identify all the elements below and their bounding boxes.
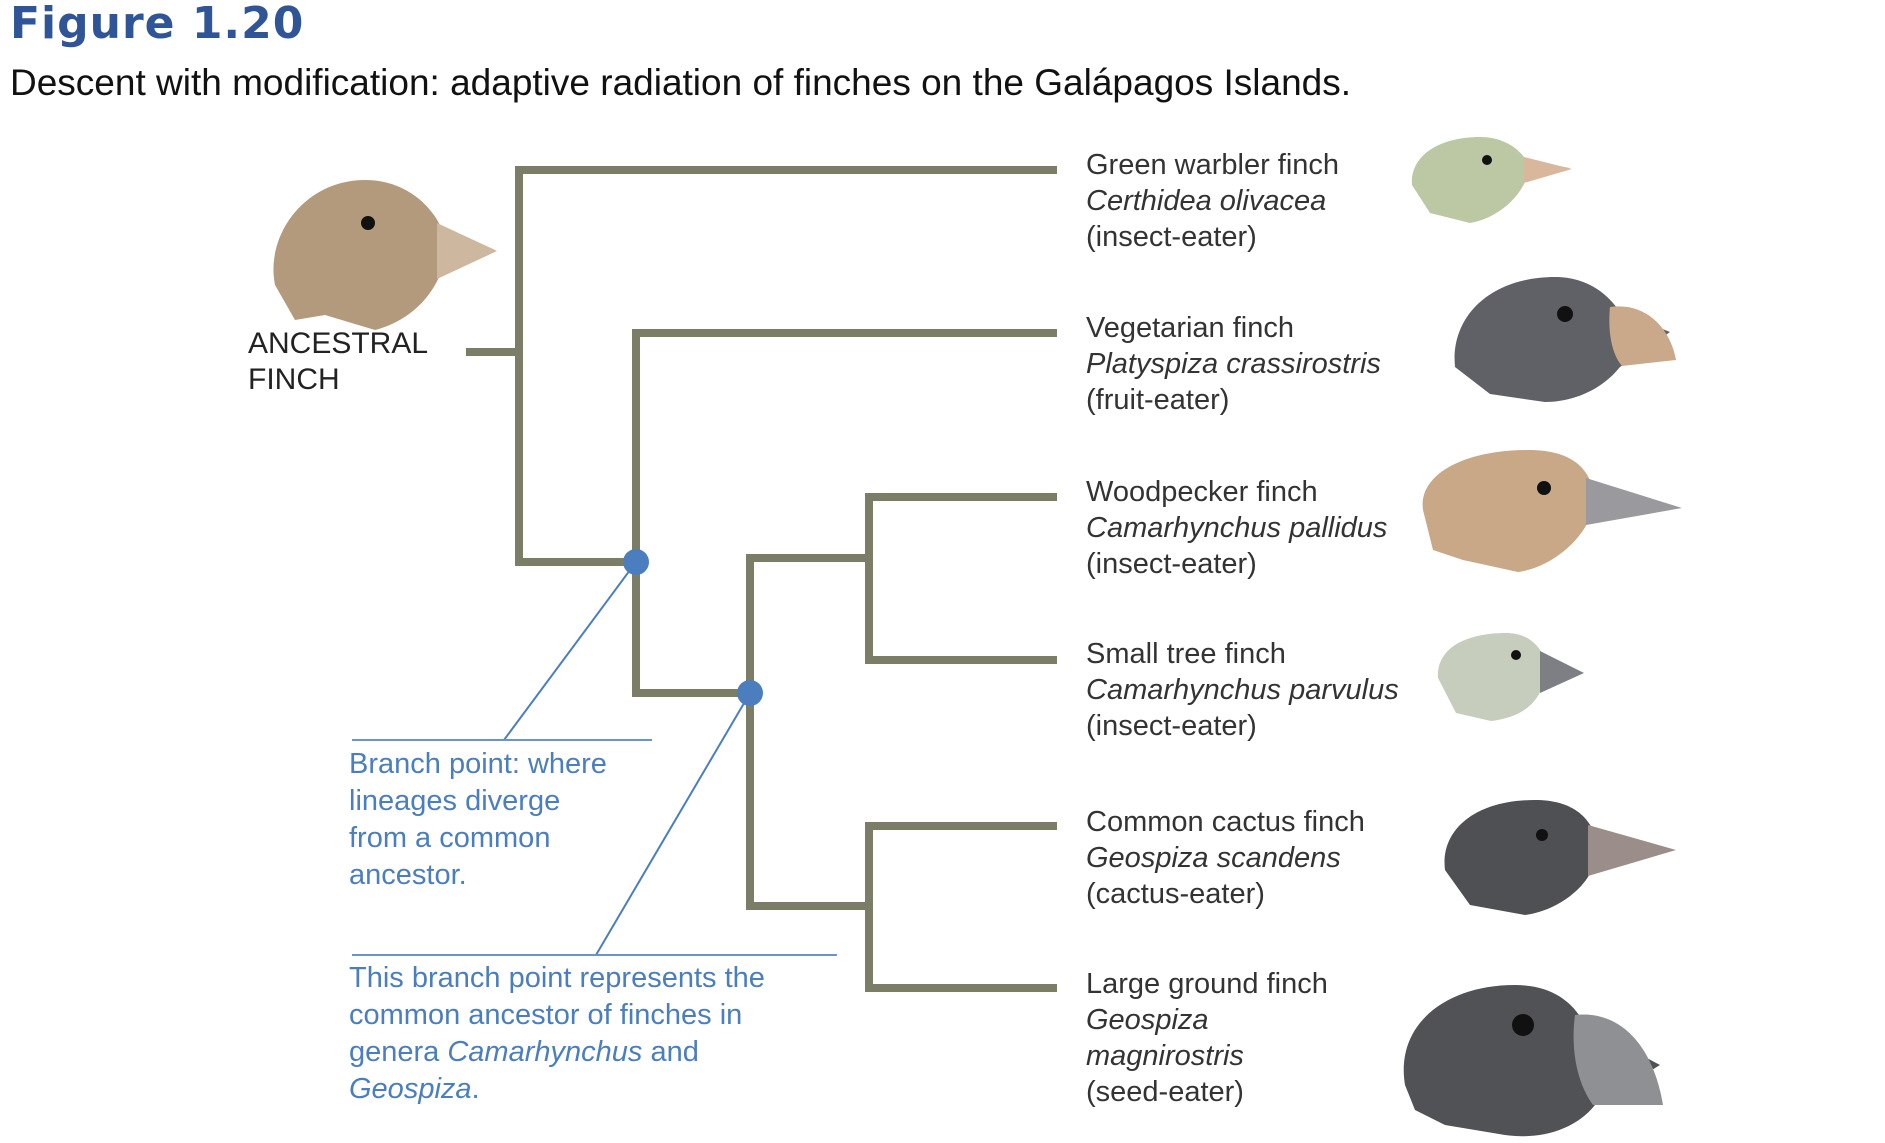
branch-point-note: Branch point: where lineages diverge fro… [349, 746, 607, 894]
ancestral-finch-head [273, 180, 497, 330]
scientific-name-genus: Geospiza [1086, 1004, 1209, 1036]
note-line: Geospiza. [349, 1071, 765, 1108]
common-name: Green warbler finch [1086, 149, 1340, 181]
diet: (fruit-eater) [1086, 384, 1230, 416]
scientific-name: Certhidea olivacea [1086, 185, 1327, 217]
species-label-small-tree: Small tree finch Camarhynchus parvulus (… [1086, 636, 1399, 744]
common-name: Large ground finch [1086, 968, 1328, 1000]
branch-point-note-rule [352, 739, 652, 741]
common-name: Vegetarian finch [1086, 312, 1294, 344]
common-name: Small tree finch [1086, 638, 1286, 670]
note-line: common ancestor of finches in [349, 999, 743, 1031]
species-label-green-warbler: Green warbler finch Certhidea olivacea (… [1086, 147, 1339, 255]
note-text: and [642, 1036, 699, 1068]
genus-geospiza: Geospiza [349, 1073, 472, 1105]
branch-point-dot [623, 549, 649, 575]
scientific-name: Platyspiza crassirostris [1086, 348, 1381, 380]
figure-number: Figure 1.20 [10, 0, 305, 49]
common-name: Woodpecker finch [1086, 476, 1318, 508]
note-line: ancestor. [349, 859, 467, 891]
diet: (insect-eater) [1086, 221, 1257, 253]
species-label-vegetarian: Vegetarian finch Platyspiza crassirostri… [1086, 310, 1381, 418]
genus-camarhynchus: Camarhynchus [447, 1036, 643, 1068]
note-line: lineages diverge [349, 785, 561, 817]
note-text: . [471, 1073, 480, 1105]
species-label-woodpecker: Woodpecker finch Camarhynchus pallidus (… [1086, 474, 1387, 582]
note-text: genera [349, 1036, 448, 1068]
ancestral-finch-label: ANCESTRAL FINCH [248, 326, 428, 398]
note-line: Branch point: where [349, 748, 607, 780]
common-name: Common cactus finch [1086, 806, 1365, 838]
clade-b-stem [746, 554, 873, 910]
diet: (insect-eater) [1086, 548, 1257, 580]
woodpecker-finch-head [1422, 450, 1682, 572]
common-ancestor-leader-line [595, 692, 751, 956]
large-ground-finch-head [1403, 985, 1663, 1137]
species-label-large-ground: Large ground finch Geospiza magnirostris… [1086, 966, 1328, 1110]
ancestral-line-1: ANCESTRAL [248, 327, 429, 360]
vegetarian-finch-head [1454, 277, 1676, 402]
green-warbler-finch-head [1411, 137, 1572, 223]
scientific-name: Camarhynchus pallidus [1086, 512, 1388, 544]
small-tree-finch-head [1437, 633, 1584, 721]
note-line: genera Camarhynchus and [349, 1034, 765, 1071]
diet: (seed-eater) [1086, 1076, 1244, 1108]
scientific-name: Geospiza scandens [1086, 842, 1341, 874]
note-line: This branch point represents the [349, 962, 765, 994]
species-label-common-cactus: Common cactus finch Geospiza scandens (c… [1086, 804, 1365, 912]
branch-point-leader-line [503, 561, 637, 741]
diet: (insect-eater) [1086, 710, 1257, 742]
note-line: from a common [349, 822, 551, 854]
common-ancestor-note: This branch point represents the common … [349, 960, 765, 1108]
scientific-name: Camarhynchus parvulus [1086, 674, 1399, 706]
common-ancestor-dot [737, 680, 763, 706]
ancestral-line-2: FINCH [248, 363, 340, 396]
scientific-name-species: magnirostris [1086, 1040, 1244, 1072]
common-ancestor-note-rule [352, 954, 837, 956]
diet: (cactus-eater) [1086, 878, 1265, 910]
clade-a-stem [632, 329, 754, 697]
ancestor-split [515, 166, 640, 566]
figure-caption: Descent with modification: adaptive radi… [10, 62, 1352, 103]
common-cactus-finch-head [1444, 800, 1676, 915]
